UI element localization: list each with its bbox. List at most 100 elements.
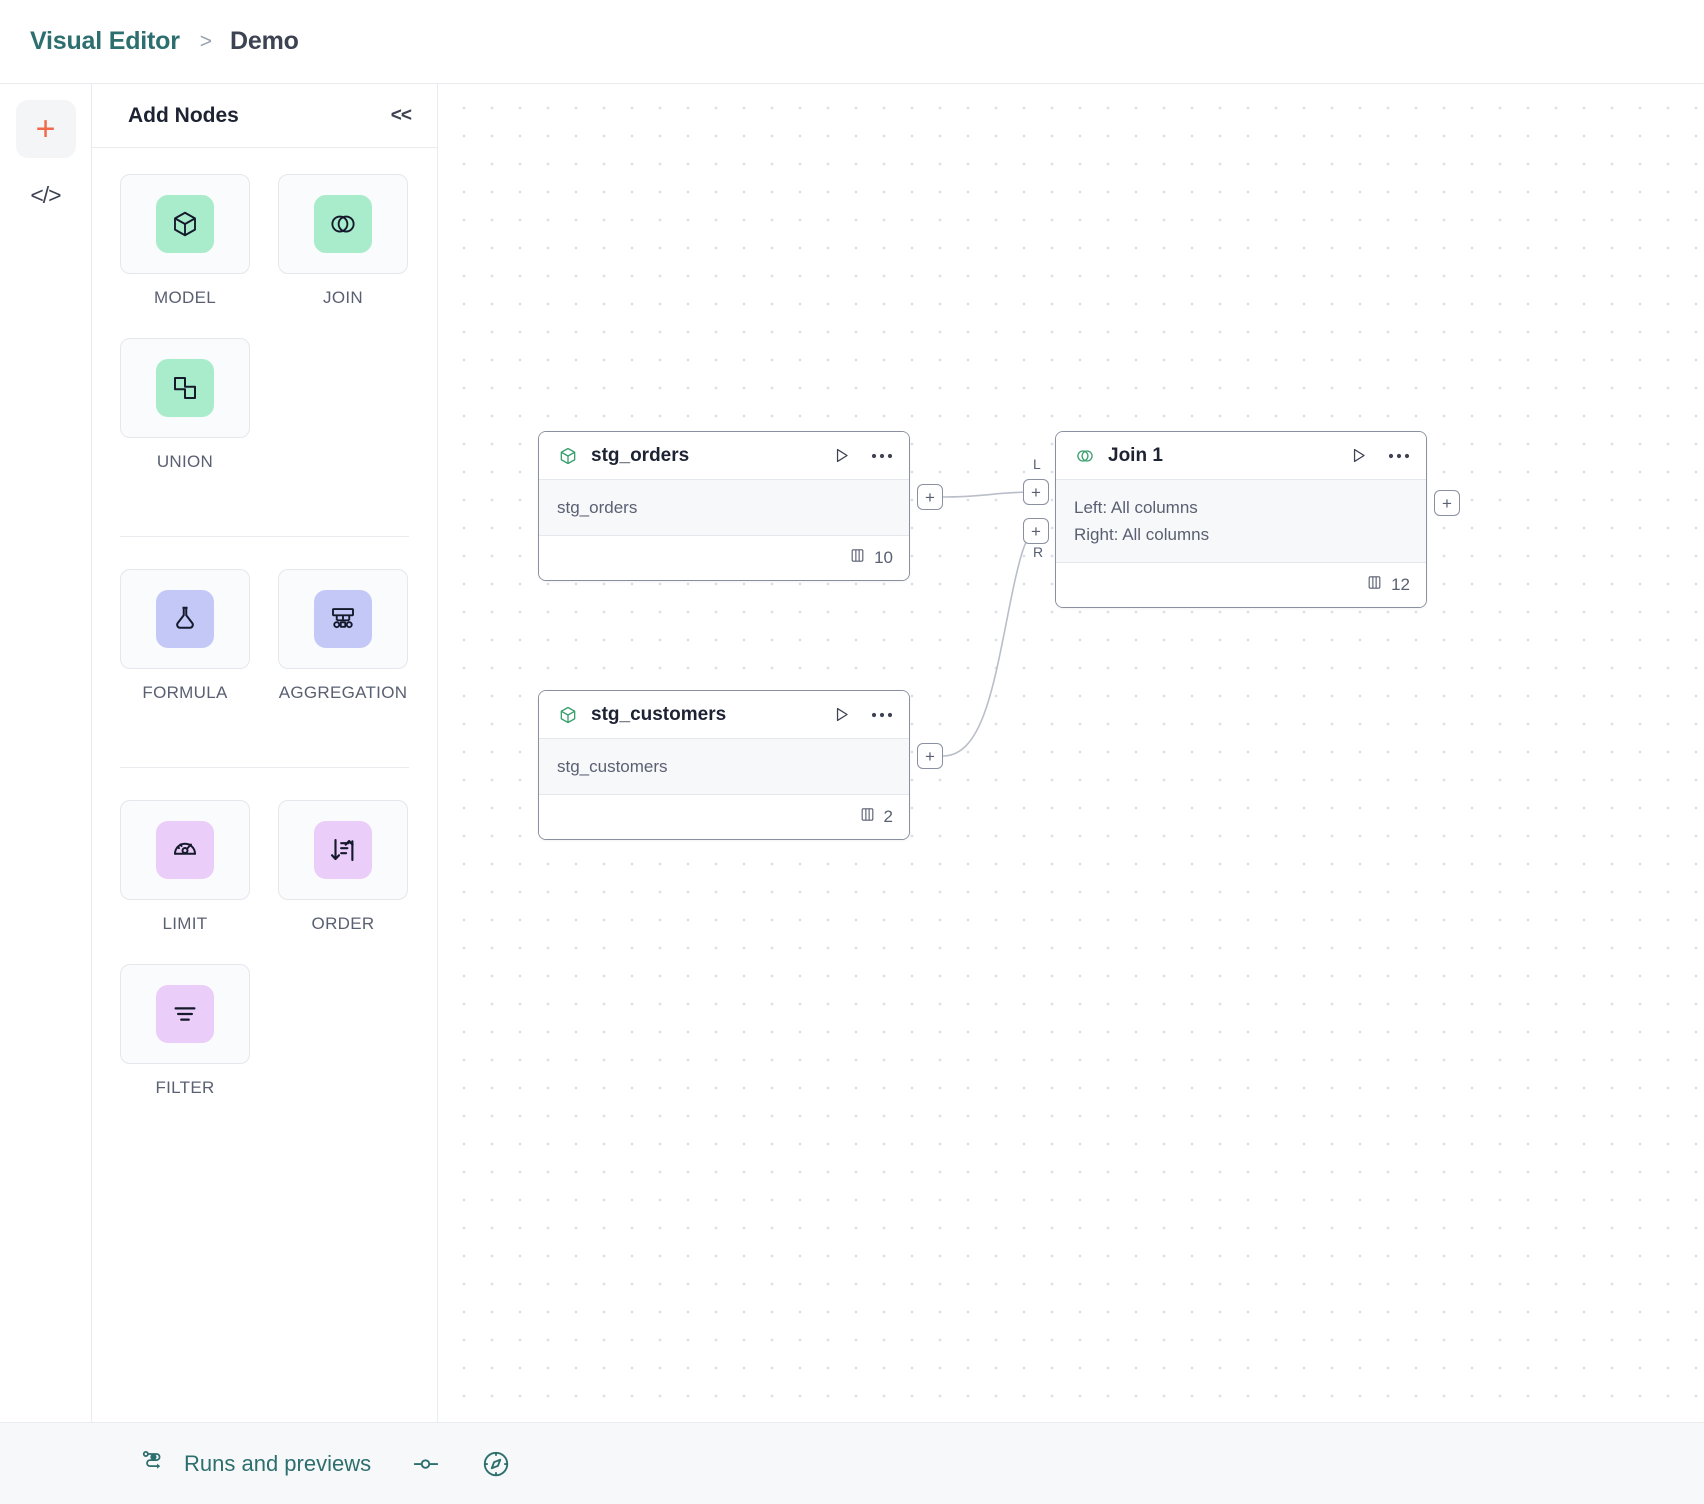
venn-circles-icon [1074,445,1096,467]
output-handle-join-1[interactable]: + [1434,490,1460,516]
node-group-transforms: FORMULA AGGREGATIO [92,569,437,733]
node-tile-limit [120,800,250,900]
node-tile-filter [120,964,250,1064]
plus-icon: + [925,746,935,766]
play-icon[interactable] [832,705,851,724]
flow-node-stg-orders[interactable]: stg_orders stg_orders [538,431,910,582]
edge-customers-to-join-right [942,530,1035,757]
add-nodes-panel: Add Nodes << [92,84,438,1422]
cube-icon [557,445,579,467]
flow-node-header: Join 1 [1056,432,1426,480]
flow-run-icon [140,1447,168,1480]
more-horizontal-icon[interactable] [871,712,893,718]
node-label-model: MODEL [154,288,216,307]
compass-icon[interactable] [481,1449,511,1479]
union-shapes-icon [156,359,214,417]
plus-icon: + [1031,521,1041,541]
rail-add-node-button[interactable]: + [15,100,76,158]
add-nodes-list: MODEL JOIN [92,148,437,1422]
node-label-union: UNION [156,452,214,471]
node-label-order: ORDER [311,914,375,933]
join-right-handle-label: R [1033,544,1044,560]
sort-icon [314,821,372,879]
node-tile-join [278,174,408,274]
node-item-filter[interactable]: FILTER [120,964,250,1098]
venn-circles-icon [314,195,372,253]
flow-node-body: stg_customers [539,739,909,796]
editor-body: + </> Add Nodes << [0,84,1704,1422]
node-item-union[interactable]: UNION [120,338,250,472]
columns-icon [859,806,876,828]
flow-node-header: stg_orders [539,432,909,480]
flow-node-footer: 10 [539,536,909,581]
flow-node-join-1[interactable]: Join 1 Left: All columns Right: All [1055,431,1427,609]
node-item-formula[interactable]: FORMULA [120,569,250,703]
node-tile-aggregation [278,569,408,669]
left-icon-rail: + </> [0,84,92,1422]
add-nodes-panel-header: Add Nodes << [92,84,437,148]
runs-and-previews-button[interactable]: Runs and previews [140,1447,371,1480]
flow-node-title: stg_customers [591,703,727,725]
output-handle-stg-customers[interactable]: + [917,743,943,769]
panel-title: Add Nodes [128,103,239,127]
plus-icon: + [35,110,56,148]
column-count: 10 [874,548,893,568]
breadcrumb-link-visual-editor[interactable]: Visual Editor [30,27,180,55]
breadcrumb-current-demo: Demo [230,27,299,55]
node-item-aggregation[interactable]: AGGREGATION [278,569,408,703]
node-item-model[interactable]: MODEL [120,174,250,308]
flow-node-header: stg_customers [539,691,909,739]
bottom-toolbar: Runs and previews [0,1422,1704,1504]
node-group-sources: MODEL JOIN [92,174,437,502]
node-tile-model [120,174,250,274]
node-tile-formula [120,569,250,669]
column-count: 12 [1391,575,1410,595]
columns-icon [849,547,866,569]
flow-node-body-line-right: Right: All columns [1074,525,1210,545]
plus-icon: + [1442,493,1452,513]
flow-node-footer: 2 [539,795,909,840]
node-label-limit: LIMIT [162,914,208,933]
collapse-panel-icon[interactable]: << [390,104,412,126]
flow-canvas[interactable]: stg_orders stg_orders [438,84,1704,1422]
input-handle-join-right[interactable]: + [1023,518,1049,544]
more-horizontal-icon[interactable] [1388,453,1410,459]
join-left-handle-label: L [1033,456,1041,472]
play-icon[interactable] [1349,446,1368,465]
breadcrumb: Visual Editor > Demo [30,27,299,56]
node-item-order[interactable]: ORDER [278,800,408,934]
rail-code-view-button[interactable]: </> [16,166,76,224]
flow-node-body: stg_orders [539,480,909,537]
bottom-toolbar-inner: Runs and previews [92,1447,511,1480]
input-handle-join-left[interactable]: + [1023,479,1049,505]
hierarchy-icon [314,590,372,648]
node-tile-union [120,338,250,438]
flask-icon [156,590,214,648]
plus-icon: + [925,487,935,507]
breadcrumb-separator: > [199,29,213,53]
node-label-filter: FILTER [155,1078,215,1097]
flow-node-body-line: stg_customers [557,757,668,776]
flow-node-footer: 12 [1056,563,1426,608]
edge-orders-to-join-left [942,491,1035,498]
node-label-aggregation: AGGREGATION [278,683,408,702]
gauge-icon [156,821,214,879]
cube-icon [557,704,579,726]
code-icon: </> [30,181,61,208]
cube-icon [156,195,214,253]
node-item-join[interactable]: JOIN [278,174,408,308]
play-icon[interactable] [832,446,851,465]
panel-divider-1 [120,536,409,537]
flow-node-stg-customers[interactable]: stg_customers stg_customers [538,690,910,841]
runs-and-previews-label: Runs and previews [184,1450,372,1476]
flow-node-body-line-left: Left: All columns [1074,498,1198,517]
flow-node-body-line: stg_orders [557,498,638,517]
slider-icon[interactable] [411,1449,441,1479]
app-header: Visual Editor > Demo [0,0,1704,84]
more-horizontal-icon[interactable] [871,453,893,459]
flow-node-body: Left: All columns Right: All columns [1056,480,1426,564]
panel-divider-2 [120,767,409,768]
output-handle-stg-orders[interactable]: + [917,484,943,510]
node-item-limit[interactable]: LIMIT [120,800,250,934]
